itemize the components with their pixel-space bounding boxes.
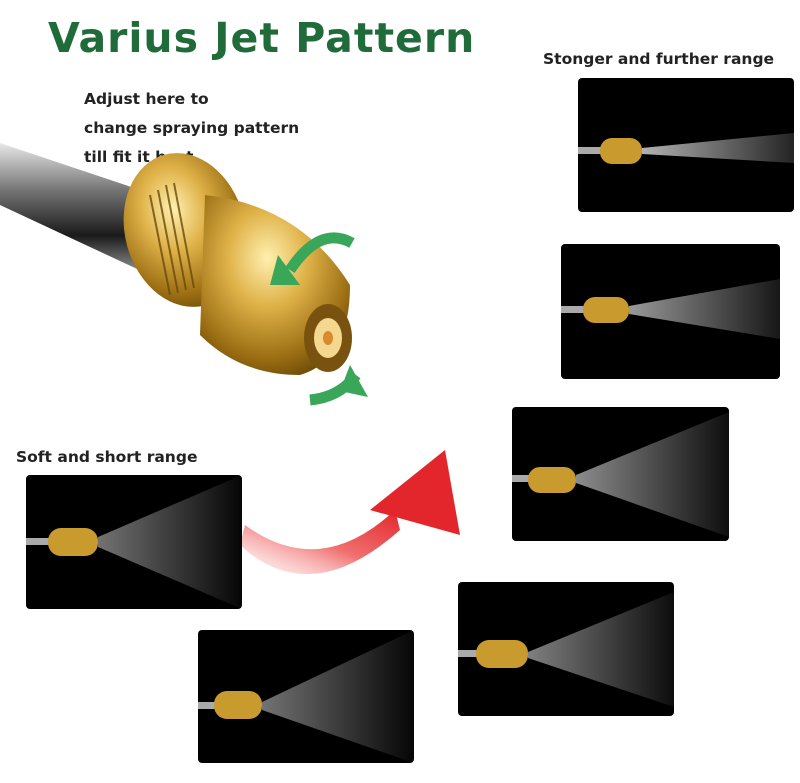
spray-image-4 [458,582,674,716]
page-title: Varius Jet Pattern [48,14,476,62]
spray-image-6 [198,630,414,763]
progression-arrow-icon [240,450,460,575]
spray-image-1 [578,78,794,212]
label-soft-range: Soft and short range [16,448,198,466]
instruction-text: Adjust here to change spraying pattern t… [84,85,299,172]
instruction-line: Adjust here to [84,90,209,108]
nozzle-closeup-image [0,143,368,406]
spray-image-5 [26,475,242,609]
spray-image-3 [512,407,729,541]
rotate-arrows-icon [270,232,368,406]
instruction-line: change spraying pattern [84,119,300,137]
spray-image-2 [561,244,780,379]
label-strong-range: Stonger and further range [543,50,775,68]
